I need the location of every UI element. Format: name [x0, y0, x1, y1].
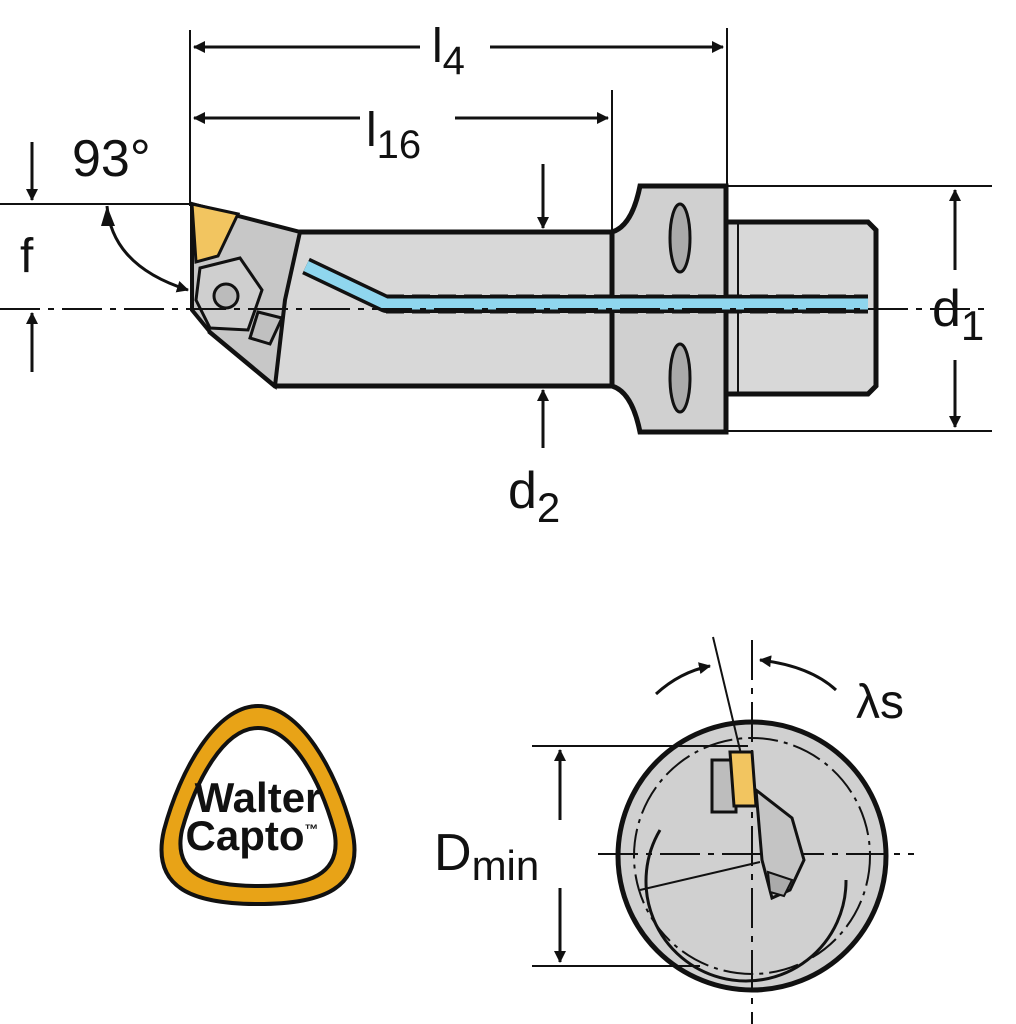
- dim-angle: 93°: [72, 130, 189, 293]
- angle-label: 93°: [72, 130, 151, 188]
- clamp-screw: [212, 282, 240, 310]
- flange-slot-top: [668, 202, 692, 274]
- dim-l4: l4: [189, 20, 728, 206]
- logo-line1: Walter: [195, 774, 322, 821]
- d1-label: d1: [932, 280, 984, 349]
- f-label: f: [20, 230, 34, 283]
- l4-label: l4: [432, 20, 465, 83]
- clamp-lever: [248, 310, 285, 346]
- dmin-label: Dmin: [434, 824, 539, 889]
- front-view: [598, 636, 914, 1024]
- dim-d2: d2: [508, 164, 560, 531]
- l16-label: l16: [366, 104, 421, 167]
- front-clamp-detail: [766, 870, 794, 898]
- flange-slot-bottom: [668, 342, 692, 414]
- logo-inner: [178, 725, 338, 889]
- side-view: [0, 183, 990, 435]
- front-insert: [728, 750, 758, 808]
- dim-d1: d1: [726, 185, 992, 432]
- d2-label: d2: [508, 462, 560, 531]
- front-feature-line: [639, 861, 761, 891]
- insert: [190, 202, 241, 264]
- lambda-s-label: λs: [856, 676, 904, 729]
- dim-f: f: [0, 142, 190, 372]
- dim-l16: l16: [193, 90, 613, 232]
- dim-lambda-s: λs: [654, 655, 904, 729]
- walter-capto-logo: Walter Capto™: [159, 703, 357, 907]
- coolant-channel-fill: [303, 261, 868, 310]
- front-bore-arc: [644, 829, 848, 983]
- logo-line2: Capto™: [186, 812, 319, 859]
- dim-dmin: Dmin: [434, 745, 748, 967]
- coolant-dashed-lines: [386, 294, 868, 314]
